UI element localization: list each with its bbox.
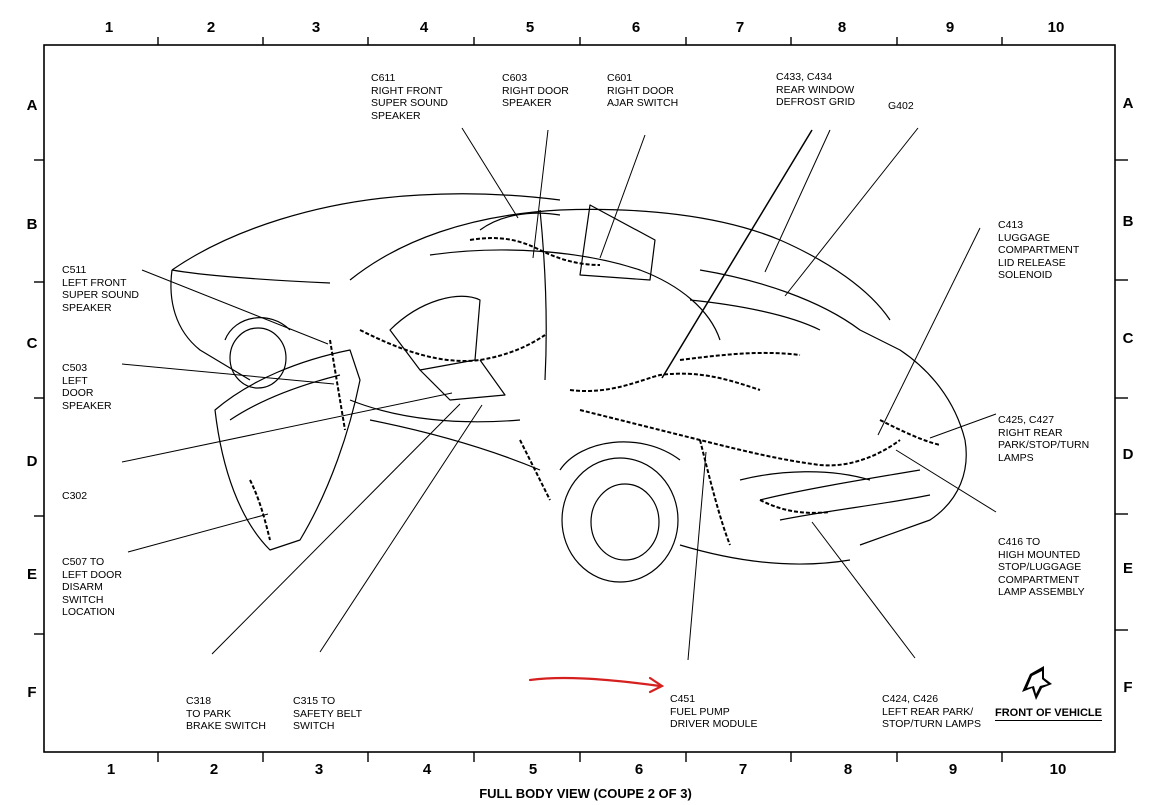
column-number-top: 1 [104,19,114,36]
top-ruler-ticks [157,37,1003,45]
row-letter-right: B [1122,213,1134,230]
column-number-bottom: 7 [738,761,748,778]
row-letter-left: E [26,566,37,583]
row-letter-left: D [26,453,38,470]
column-number-top: 9 [945,19,955,36]
row-letter-left: F [27,684,37,701]
column-number-bottom: 3 [314,761,324,778]
row-letter-right: F [1123,679,1133,696]
column-number-top: 4 [419,19,429,36]
figure-caption: FULL BODY VIEW (COUPE 2 OF 3) [479,786,692,801]
label-g402: G402 [888,100,914,112]
column-number-top: 2 [206,19,216,36]
annotation-arrow [528,676,665,694]
row-letter-right: C [1122,330,1134,347]
column-number-top: 7 [735,19,745,36]
diagram-border [43,44,1116,753]
row-letter-left: B [26,216,38,233]
column-number-top: 6 [631,19,641,36]
left-ruler-ticks [34,159,44,635]
front-of-vehicle-label: FRONT OF VEHICLE [995,707,1102,721]
row-letter-right: A [1122,95,1134,112]
column-number-top: 8 [837,19,847,36]
column-number-bottom: 4 [422,761,432,778]
column-number-bottom: 1 [106,761,116,778]
wiring-harness [249,237,941,546]
column-number-top: 5 [525,19,535,36]
row-letter-right: E [1122,560,1133,577]
column-number-bottom: 10 [1049,761,1067,778]
row-letter-left: A [26,97,38,114]
column-number-bottom: 5 [528,761,538,778]
column-number-bottom: 6 [634,761,644,778]
column-number-bottom: 2 [209,761,219,778]
column-number-top: 3 [311,19,321,36]
column-number-bottom: 9 [948,761,958,778]
column-number-bottom: 8 [843,761,853,778]
row-letter-right: D [1122,446,1134,463]
bottom-ruler-ticks [157,752,1003,762]
right-ruler-ticks [1115,159,1128,631]
label-c302: C302 [62,490,88,502]
column-number-top: 10 [1047,19,1065,36]
front-of-vehicle-icon [1022,666,1052,700]
vehicle-drawing [170,193,967,583]
leader-lines [121,127,997,661]
row-letter-left: C [26,335,38,352]
